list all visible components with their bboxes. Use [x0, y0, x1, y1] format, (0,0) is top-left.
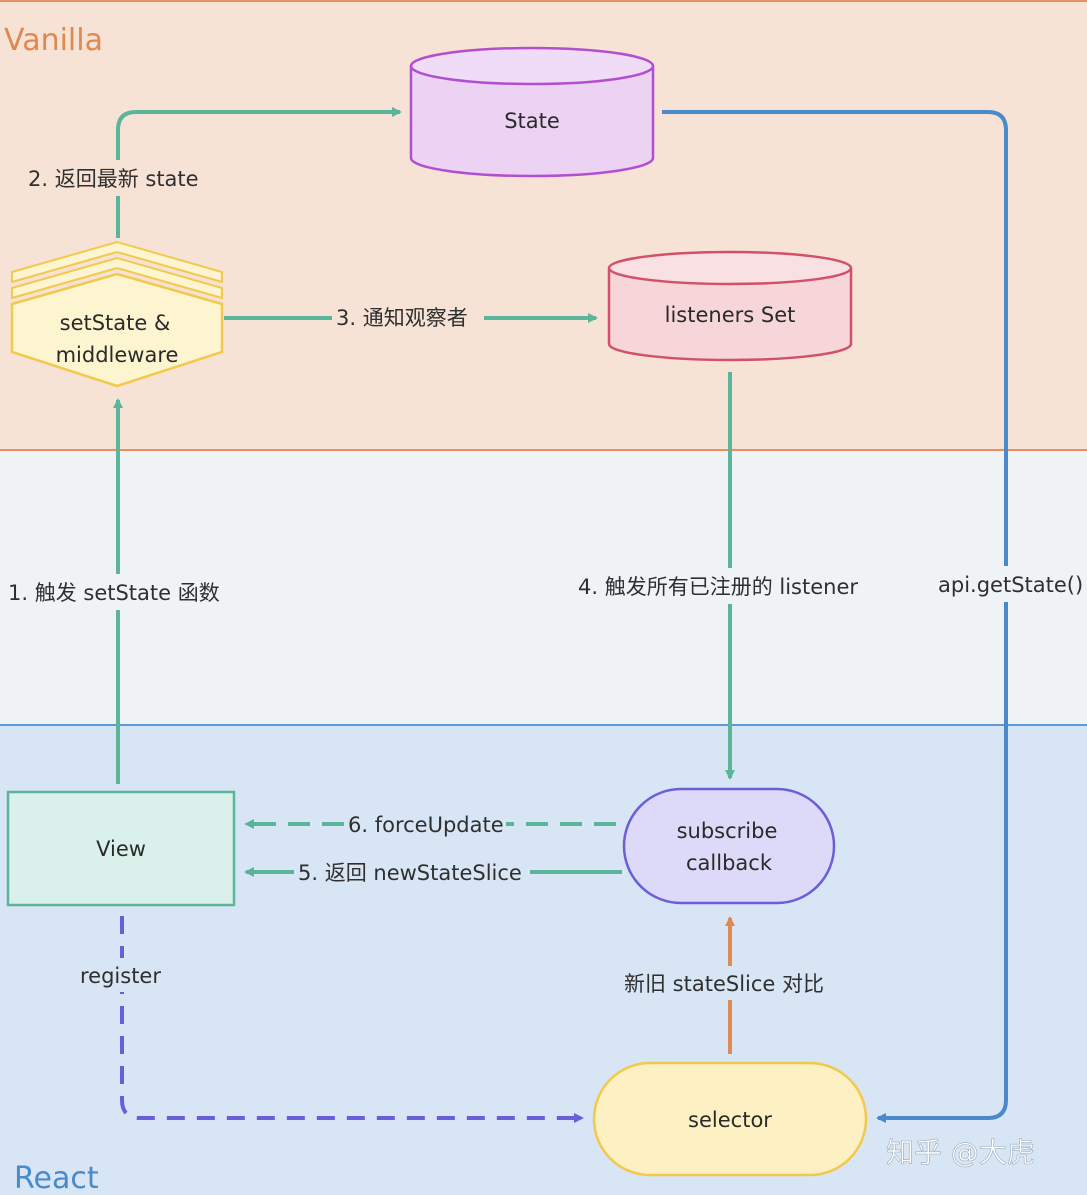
state-node: State	[409, 46, 655, 178]
label-step2: 2. 返回最新 state	[28, 167, 199, 191]
view-node: View	[6, 790, 236, 907]
react-title: React	[14, 1161, 99, 1195]
setstate-middleware-node: setState & middleware	[10, 240, 224, 388]
selector-node: selector	[592, 1061, 868, 1177]
label-bg-get-state	[934, 566, 1087, 602]
selector-label: selector	[688, 1108, 772, 1132]
subscribe-label-line1: subscribe	[677, 819, 778, 843]
label-bg-step4	[574, 568, 888, 604]
edge-step2	[116, 107, 402, 238]
label-bg-compare	[620, 966, 838, 1000]
listeners-node: listeners Set	[607, 250, 853, 362]
vanilla-title: Vanilla	[4, 23, 103, 58]
label-bg-register	[76, 958, 168, 992]
label-bg-step2	[20, 160, 216, 196]
label-step5: 5. 返回 newStateSlice	[298, 861, 522, 885]
label-bg-step3	[332, 300, 484, 336]
setstate-label-line1: setState &	[60, 311, 171, 335]
subscribe-label-line2: callback	[686, 851, 773, 875]
label-bg-step5	[294, 856, 530, 890]
label-step1: 1. 触发 setState 函数	[8, 581, 220, 605]
label-bg-step6	[344, 808, 506, 842]
state-label: State	[504, 109, 560, 133]
label-bg-step1	[4, 574, 230, 610]
edge-register	[120, 916, 584, 1123]
subscribe-callback-node: subscribe callback	[622, 787, 836, 905]
label-step4: 4. 触发所有已注册的 listener	[578, 575, 858, 599]
watermark: 知乎 @大虎	[886, 1136, 1035, 1169]
label-step3: 3. 通知观察者	[336, 306, 468, 330]
label-get-state: api.getState()	[938, 573, 1083, 597]
label-step6: 6. forceUpdate	[348, 813, 504, 837]
setstate-label-line2: middleware	[56, 343, 179, 367]
label-register: register	[80, 964, 161, 988]
label-compare: 新旧 stateSlice 对比	[624, 972, 824, 996]
view-label: View	[96, 837, 146, 861]
edge-get-state	[662, 110, 1008, 1123]
listeners-label: listeners Set	[665, 303, 796, 327]
